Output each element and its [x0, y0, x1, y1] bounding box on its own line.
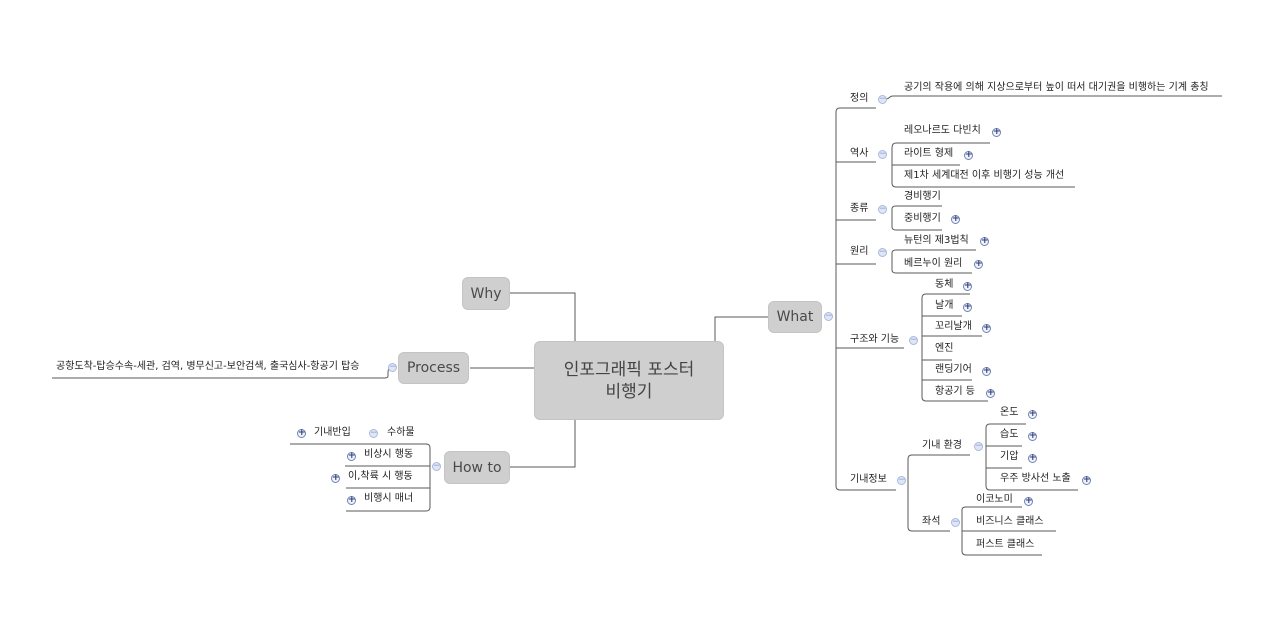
history-item[interactable]: 레오나르도 다빈치 [904, 125, 981, 136]
expand-icon[interactable]: + [982, 366, 991, 376]
what-types-label[interactable]: 종류 [850, 203, 869, 214]
what-cabin-info-label[interactable]: 기내정보 [850, 474, 887, 485]
topic-process-label: Process [406, 360, 461, 376]
history-item[interactable]: 제1차 세계대전 이후 비행기 성능 개선 [904, 170, 1065, 181]
what-structure-label[interactable]: 구조와 기능 [850, 334, 900, 345]
collapse-icon[interactable]: − [878, 247, 887, 257]
types-item[interactable]: 경비행기 [904, 191, 941, 202]
principle-item[interactable]: 베르누이 원리 [904, 258, 963, 269]
structure-item[interactable]: 엔진 [935, 343, 954, 354]
types-item[interactable]: 중비행기 [904, 213, 941, 224]
expand-icon[interactable]: + [963, 281, 972, 291]
structure-item[interactable]: 항공기 등 [935, 386, 975, 397]
how-to-item[interactable]: 비상시 행동 [364, 449, 414, 460]
collapse-icon[interactable]: − [878, 149, 887, 159]
how-to-subitem[interactable]: 기내반입 [314, 427, 351, 438]
central-topic[interactable]: 인포그래픽 포스터 비행기 [534, 341, 724, 420]
how-to-collapse-toggle[interactable]: − [432, 461, 441, 471]
expand-icon[interactable]: + [347, 451, 356, 461]
environment-item[interactable]: 기압 [1000, 451, 1019, 462]
topic-process[interactable]: Process [398, 352, 469, 384]
expand-icon[interactable]: + [331, 473, 340, 483]
topic-why-label: Why [470, 285, 502, 302]
topic-why[interactable]: Why [462, 277, 510, 310]
expand-icon[interactable]: + [986, 388, 995, 398]
environment-item[interactable]: 습도 [1000, 429, 1019, 440]
cabin-seats-label[interactable]: 좌석 [922, 516, 941, 527]
structure-item[interactable]: 꼬리날개 [935, 321, 972, 332]
expand-icon[interactable]: + [1028, 431, 1037, 441]
collapse-icon[interactable]: − [897, 475, 906, 485]
central-topic-line2: 비행기 [605, 381, 653, 402]
expand-icon[interactable]: + [974, 259, 983, 269]
cabin-environment-label[interactable]: 기내 환경 [922, 440, 962, 451]
expand-icon[interactable]: + [1082, 475, 1091, 485]
collapse-icon[interactable]: − [878, 204, 887, 214]
what-collapse-toggle[interactable]: − [824, 311, 833, 321]
structure-item[interactable]: 날개 [935, 300, 954, 311]
how-to-item[interactable]: 수하물 [387, 427, 415, 438]
collapse-icon[interactable]: − [878, 94, 887, 104]
how-to-item[interactable]: 비행시 매너 [364, 493, 414, 504]
expand-icon[interactable]: + [963, 302, 972, 312]
process-steps[interactable]: 공항도착-탑승수속-세관, 검역, 병무신고-보안검색, 출국심사-항공기 탑승 [56, 361, 360, 372]
topic-how-to-label: How to [452, 459, 502, 476]
environment-item[interactable]: 우주 방사선 노출 [1000, 473, 1071, 484]
environment-item[interactable]: 온도 [1000, 407, 1019, 418]
what-principle-label[interactable]: 원리 [850, 246, 869, 257]
history-item[interactable]: 라이트 형제 [904, 148, 954, 159]
structure-item[interactable]: 랜딩기어 [935, 364, 972, 375]
collapse-icon[interactable]: − [974, 441, 983, 451]
central-topic-line1: 인포그래픽 포스터 [563, 359, 695, 380]
how-to-item[interactable]: 이,착륙 시 행동 [348, 471, 413, 482]
principle-item[interactable]: 뉴턴의 제3법칙 [904, 235, 969, 246]
expand-icon[interactable]: + [992, 127, 1001, 137]
expand-icon[interactable]: + [347, 495, 356, 505]
expand-icon[interactable]: + [982, 323, 991, 333]
topic-what[interactable]: What [768, 301, 822, 333]
process-collapse-toggle[interactable]: − [388, 362, 397, 372]
what-history-label[interactable]: 역사 [850, 148, 869, 159]
collapse-icon[interactable]: − [369, 428, 378, 438]
expand-icon[interactable]: + [964, 150, 973, 160]
collapse-icon[interactable]: − [909, 335, 918, 345]
expand-icon[interactable]: + [1028, 453, 1037, 463]
expand-icon[interactable]: + [1024, 496, 1033, 506]
topic-how-to[interactable]: How to [444, 451, 510, 484]
expand-icon[interactable]: + [980, 236, 989, 246]
expand-icon[interactable]: + [1028, 409, 1037, 419]
structure-item[interactable]: 동체 [935, 279, 954, 290]
seat-item[interactable]: 이코노미 [976, 494, 1013, 505]
seat-item[interactable]: 퍼스트 클래스 [976, 539, 1035, 550]
what-definition-text[interactable]: 공기의 작용에 의해 지상으로부터 높이 떠서 대기권을 비행하는 기계 총칭 [904, 82, 1209, 93]
expand-icon[interactable]: + [297, 428, 306, 438]
expand-icon[interactable]: + [951, 214, 960, 224]
what-definition-label[interactable]: 정의 [850, 93, 869, 104]
topic-what-label: What [776, 309, 814, 325]
seat-item[interactable]: 비즈니스 클래스 [976, 516, 1044, 527]
collapse-icon[interactable]: − [951, 517, 960, 527]
